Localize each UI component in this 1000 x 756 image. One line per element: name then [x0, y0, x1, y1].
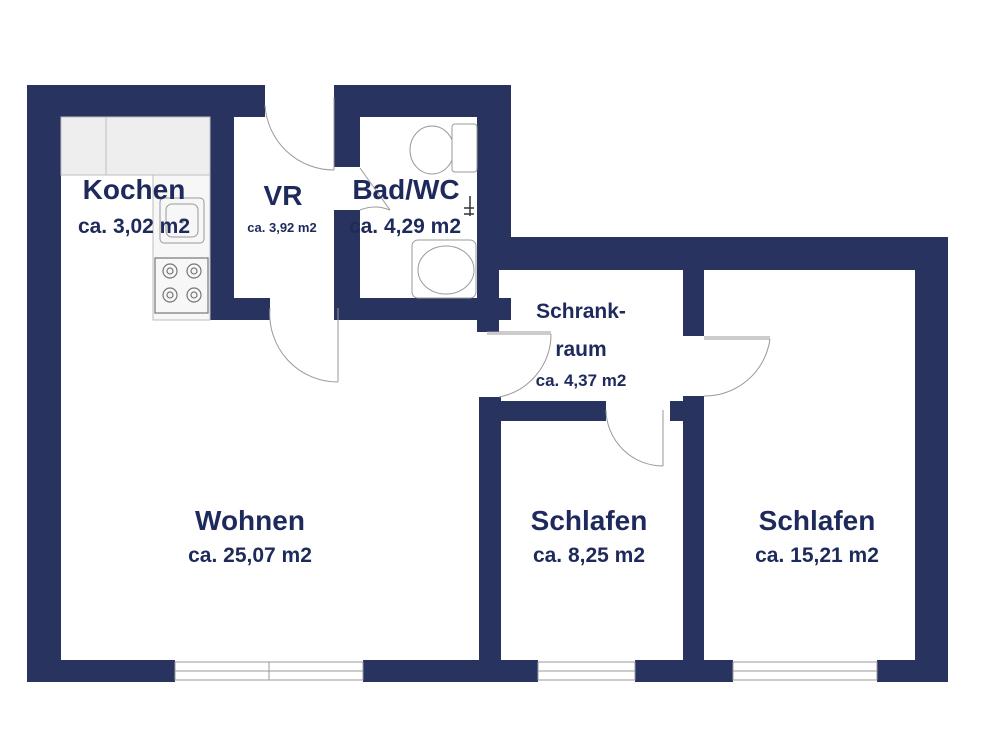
- sink-icon: [159, 197, 205, 244]
- room-name-schrankraum-line1: Schrank-: [536, 300, 626, 323]
- wall-storage-left-lower: [479, 397, 501, 682]
- room-name-wohnen: Wohnen: [195, 505, 305, 536]
- room-name-schlafen-small: Schlafen: [530, 505, 648, 536]
- room-name-schlafen-large: Schlafen: [758, 505, 876, 536]
- washbasin-icon: [411, 239, 477, 299]
- room-area-schlafen-large: ca. 15,21 m2: [755, 544, 879, 567]
- stove-icon: [154, 257, 209, 314]
- wall-kitchen-hall-sill: [210, 298, 270, 320]
- room-area-bad-wc: ca. 4,29 m2: [348, 215, 462, 238]
- wall-bedroom-divider-lower: [683, 396, 704, 682]
- wall-right: [915, 237, 948, 682]
- door-swing-icon: [264, 97, 771, 467]
- toilet-icon: [409, 123, 478, 175]
- wall-bottom-a: [27, 660, 175, 682]
- wall-storage-left-upper: [477, 237, 499, 332]
- wall-left: [27, 85, 61, 682]
- room-area-kochen: ca. 3,02 m2: [77, 215, 191, 238]
- room-area-wohnen: ca. 25,07 m2: [188, 544, 312, 567]
- room-area-schlafen-small: ca. 8,25 m2: [532, 544, 646, 567]
- room-name-schrankraum-line2: raum: [555, 338, 607, 361]
- room-area-schrankraum: ca. 4,37 m2: [535, 371, 627, 390]
- wall-kitchen-hall: [210, 85, 234, 320]
- wall-bath-left-upper: [334, 85, 360, 167]
- wall-bottom-b: [363, 660, 538, 682]
- shower-fixture: [464, 196, 474, 216]
- room-name-bad-wc: Bad/WC: [352, 174, 460, 205]
- room-name-kochen: Kochen: [82, 174, 186, 205]
- room-name-vr: VR: [263, 180, 303, 211]
- window-icon: [174, 661, 878, 681]
- wall-bedroom-divider-upper: [683, 237, 704, 336]
- wall-top-right: [477, 237, 948, 270]
- walls: [27, 85, 948, 682]
- wall-bath-bottom: [334, 298, 511, 320]
- wall-bottom-d: [877, 660, 948, 682]
- wall-storage-bottom-a: [479, 401, 606, 421]
- room-area-vr: ca. 3,92 m2: [247, 220, 317, 235]
